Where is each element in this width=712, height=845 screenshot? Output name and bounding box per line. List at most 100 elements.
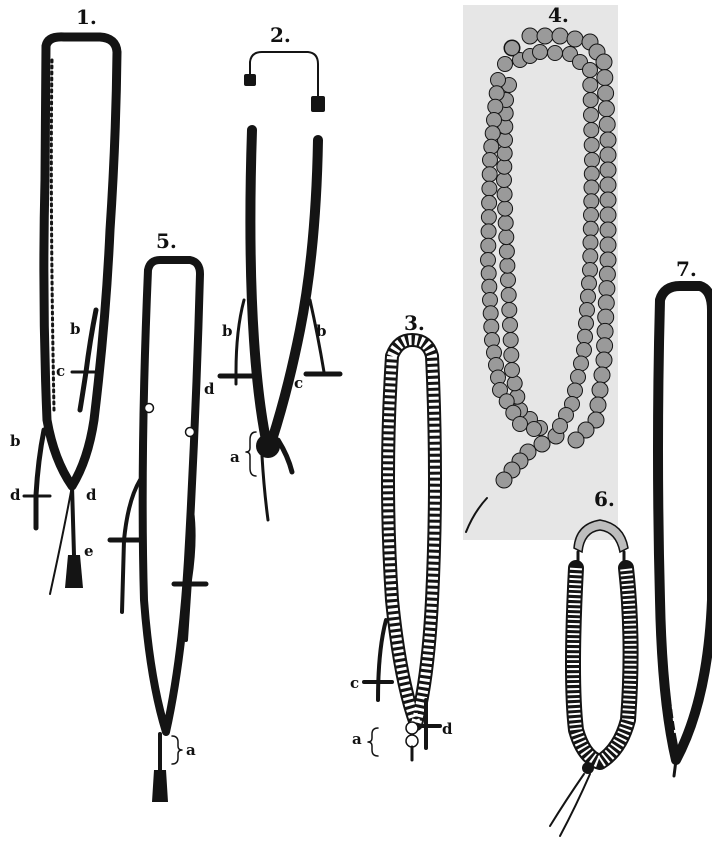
figure-4-bead [597,323,613,339]
figure-4-bead [522,28,538,44]
figure-4-bead [499,244,514,259]
figure-4-bead [482,181,497,196]
figure-2-marker-bead-right [311,96,325,112]
figure-4-bead [501,288,516,303]
figure-4-bead [584,166,599,181]
figure-7-number: 7. [676,257,697,281]
figure-4-bead [584,208,599,223]
figure-4-bead [501,273,516,288]
figure-4-number: 4. [548,3,569,27]
figure-5-number: 5. [156,229,177,253]
figure-4-bead [600,252,616,268]
figure-4-bead [499,230,514,245]
figure-4-bead [597,338,613,354]
figure-4-bead [548,46,563,61]
figure-1-pendant-cord [72,486,74,555]
figure-3-counter-string-c [378,620,386,700]
figure-4-bead [598,85,614,101]
figure-4-bead [600,177,616,193]
figure-5-counter-string-left [122,480,140,612]
figure-3-number: 3. [404,311,425,335]
figure-4-bead [488,99,503,114]
figure-5-rosary: 5. a [110,229,206,802]
figure-4-bead [503,318,518,333]
figure-4-bead [585,153,600,168]
figure-4-bead [600,222,616,238]
figure-2-label-a: a [230,448,240,466]
figure-4-bead [598,309,614,325]
figure-4-bead [482,167,497,182]
figure-3-rosary: 3. c a d [350,311,453,760]
figure-4-bead [482,195,497,210]
figure-4-bead [583,221,598,236]
figure-3-label-a: a [352,730,362,748]
figure-4-bead [502,303,517,318]
figure-3-bead-loop-outline [388,340,435,724]
figure-4-bead [584,194,599,209]
figure-4-bead [590,397,606,413]
figure-4-bead [571,370,586,385]
figure-2-number: 2. [270,23,291,47]
figure-4-bead [583,78,598,93]
figure-4-bead [513,417,528,432]
figure-2-top-cord [250,52,318,100]
figure-4-rosary: 4. [463,3,618,540]
figure-4-bead [600,237,616,253]
figure-4-bead [584,108,599,123]
figure-1-bead-loop [44,37,117,486]
figure-4-bead [600,207,616,223]
figure-4-bead [579,316,594,331]
figure-4-bead [497,159,512,174]
figure-4-bead [484,319,499,334]
figure-2-counter-string-b-left [236,300,244,384]
figure-4-bead [567,31,583,47]
figure-2-label-b-right: b [316,322,327,340]
figure-4-bead [600,132,616,148]
figure-3-label-c: c [350,674,359,692]
figure-1-counter-string-d [36,430,44,528]
figure-4-bead [497,146,512,161]
figure-4-bead [527,422,542,437]
figure-1-label-d-right: d [86,486,97,504]
figure-4-bead [574,356,589,371]
figure-2-knot [256,434,280,458]
figure-4-bead [596,352,612,368]
figure-4-bead [599,266,615,282]
figure-4-bead [583,263,598,278]
figure-4-bead [500,258,515,273]
figure-2-tail-left [262,456,268,520]
figure-3-head-bead-1 [406,722,418,734]
figure-4-bead [583,235,598,250]
figure-1-tassel [65,555,83,588]
figure-4-bead [481,210,496,225]
figure-4-bead [553,419,568,434]
figure-4-bead [600,147,616,163]
figure-3-label-d: d [442,720,453,738]
figure-4-bead [483,306,498,321]
figure-4-bead [581,289,596,304]
figure-2-label-d: d [204,380,215,398]
figure-4-bead [597,70,613,86]
figure-4-bead [481,238,496,253]
figure-4-bead [600,162,616,178]
figure-4-bead [537,28,553,44]
figure-1-label-e: e [84,542,94,560]
figure-2-bracket-a [246,432,256,476]
figure-4-bead [505,363,520,378]
figure-4-bead [498,201,513,216]
figure-4-bead [600,192,616,208]
figure-2-marker-bead-left [244,74,256,86]
figure-4-bead [487,113,502,128]
figure-4-bead [504,348,519,363]
figure-4-bead [497,173,512,188]
figure-5-label-a: a [186,741,196,759]
figure-4-bead [584,123,599,138]
figure-4-bead [491,73,506,88]
figure-4-bead [599,281,615,297]
figure-5-tassel [152,770,168,802]
figure-1-number: 1. [76,5,97,29]
figure-5-bead-loop [143,260,200,732]
figure-4-bead [583,63,598,78]
figure-6-knot [582,762,594,774]
